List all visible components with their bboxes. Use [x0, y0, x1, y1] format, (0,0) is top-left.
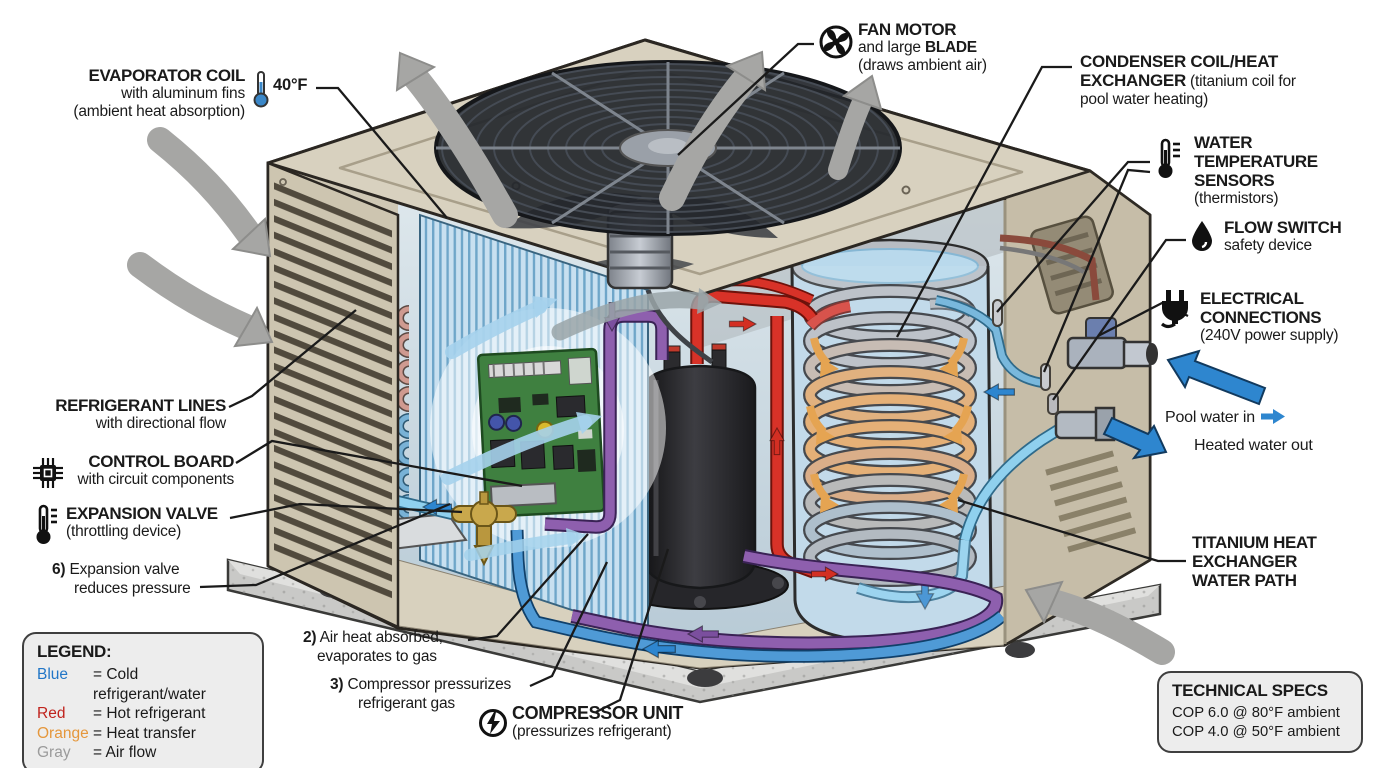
- specs-line1: COP 6.0 @ 80°F ambient: [1172, 705, 1340, 721]
- pool-water-arrows: [1102, 349, 1267, 460]
- legend-desc-orange: = Heat transfer: [93, 724, 196, 742]
- evaporator-title: EVAPORATOR COIL: [88, 66, 246, 85]
- legend-row: Blue = Cold refrigerant/water: [37, 665, 249, 704]
- refrigerant-sub: with directional flow: [95, 415, 226, 432]
- label-pool-water-in: Pool water in: [1165, 409, 1285, 429]
- label-control-board: CONTROL BOARD with circuit components: [62, 452, 235, 489]
- compressor-sub: (pressurizes refrigerant): [512, 723, 672, 740]
- expansion-valve-sub: (throttling device): [66, 523, 182, 540]
- pool-water-in-text: Pool water in: [1165, 409, 1255, 426]
- interior-air-arrows: [441, 288, 722, 561]
- fan-grille: [434, 60, 902, 236]
- label-compressor-unit: COMPRESSOR UNIT (pressurizes refrigerant…: [512, 704, 683, 741]
- label-water-temp-sensors: WATER TEMPERATURE SENSORS (thermistors): [1194, 133, 1318, 208]
- compressor-title: COMPRESSOR UNIT: [512, 703, 684, 723]
- louver-panel: [266, 161, 400, 629]
- label-condenser-coil: CONDENSER COIL/HEAT EXCHANGER (titanium …: [1080, 53, 1328, 109]
- thermometer-icon: [252, 70, 270, 113]
- arrow-right-icon: [1260, 409, 1285, 429]
- flow-switch-title: FLOW SWITCH: [1224, 218, 1342, 237]
- label-step6: 6) Expansion valve reduces pressure: [52, 560, 191, 598]
- electrical-sub: (240V power supply): [1200, 327, 1339, 344]
- water-fitting-in: [1066, 317, 1158, 370]
- legend-desc-blue: = Cold refrigerant/water: [93, 666, 206, 703]
- titanium-l1: TITANIUM HEAT: [1192, 533, 1317, 552]
- fan-icon: [818, 24, 854, 65]
- step6-line2: reduces pressure: [74, 580, 191, 597]
- electrical-l2: CONNECTIONS: [1200, 308, 1322, 327]
- chip-icon: [32, 457, 64, 494]
- condenser-normal: (titanium coil for pool water heating): [1080, 73, 1296, 108]
- legend-row: Gray = Air flow: [37, 743, 249, 763]
- plug-icon: [1158, 290, 1192, 335]
- step3-line2: refrigerant gas: [358, 695, 455, 712]
- thermometer-icon: [36, 504, 60, 551]
- label-fan-motor: FAN MOTOR and large BLADE (draws ambient…: [858, 20, 987, 75]
- water-temp-sensor-2: [1040, 363, 1051, 391]
- electrical-l1: ELECTRICAL: [1200, 289, 1304, 308]
- step6-number: 6): [52, 561, 66, 578]
- water-sensors-l2: TEMPERATURE: [1194, 152, 1318, 171]
- leader-lines: [199, 42, 1189, 714]
- airflow-arrows: [127, 50, 1175, 665]
- fan-title: FAN MOTOR: [858, 20, 957, 39]
- label-expansion-valve: EXPANSION VALVE (throttling device): [66, 504, 218, 541]
- step2-number: 2): [303, 629, 317, 646]
- pool-water-in-arrow: [1166, 349, 1267, 406]
- water-sensors-sub: (thermistors): [1194, 190, 1279, 207]
- technical-specs-box: TECHNICAL SPECS COP 6.0 @ 80°F ambient C…: [1157, 671, 1363, 753]
- label-evaporator-coil: EVAPORATOR COIL with aluminum fins (ambi…: [40, 66, 245, 121]
- titanium-l2: EXCHANGER: [1192, 552, 1298, 571]
- legend-term-red: Red: [37, 705, 66, 722]
- legend-row: Red = Hot refrigerant: [37, 704, 249, 724]
- legend-title: LEGEND:: [37, 642, 112, 661]
- evaporator-sub2: (ambient heat absorption): [73, 103, 245, 120]
- power-icon: [478, 708, 508, 743]
- fan-sub1-normal: and large: [858, 39, 925, 56]
- water-sensors-l1: WATER: [1194, 133, 1253, 152]
- flow-switch-device: [1047, 393, 1059, 415]
- legend-desc-red: = Hot refrigerant: [93, 705, 206, 722]
- legend-desc-gray: = Air flow: [93, 744, 157, 761]
- control-board-title: CONTROL BOARD: [88, 452, 234, 471]
- expansion-valve-title: EXPANSION VALVE: [66, 504, 218, 523]
- condenser-bold: CONDENSER COIL/HEAT EXCHANGER: [1080, 52, 1278, 90]
- evaporator-sub1: with aluminum fins: [121, 85, 245, 102]
- water-sensors-l3: SENSORS: [1194, 171, 1275, 190]
- step3-number: 3): [330, 676, 344, 693]
- fan-sub1-bold: BLADE: [924, 39, 977, 56]
- legend-row: Orange = Heat transfer: [37, 724, 249, 744]
- titanium-l3: WATER PATH: [1192, 571, 1297, 590]
- water-temp-sensor-1: [992, 299, 1003, 327]
- heated-water-out-arrow: [1102, 416, 1168, 460]
- step3-line1: Compressor pressurizes: [347, 676, 512, 693]
- thermometer-icon: [1158, 138, 1182, 185]
- label-step3: 3) Compressor pressurizes refrigerant ga…: [330, 675, 511, 713]
- label-step2: 2) Air heat absorbed, evaporates to gas: [303, 628, 443, 666]
- fan-sub2: (draws ambient air): [858, 57, 987, 74]
- label-heated-water-out: Heated water out: [1194, 437, 1313, 455]
- step2-line2: evaporates to gas: [317, 648, 437, 665]
- label-electrical-connections: ELECTRICAL CONNECTIONS (240V power suppl…: [1200, 289, 1339, 345]
- label-refrigerant-lines: REFRIGERANT LINES with directional flow: [30, 396, 226, 433]
- specs-line2: COP 4.0 @ 50°F ambient: [1172, 724, 1340, 740]
- label-titanium-heat-exchanger: TITANIUM HEAT EXCHANGER WATER PATH: [1192, 533, 1317, 590]
- legend-box: LEGEND: Blue = Cold refrigerant/water Re…: [22, 632, 264, 768]
- droplet-icon: [1188, 220, 1216, 257]
- step6-line1: Expansion valve: [69, 561, 180, 578]
- refrigerant-title: REFRIGERANT LINES: [55, 396, 226, 415]
- label-flow-switch: FLOW SWITCH safety device: [1224, 218, 1342, 255]
- legend-term-gray: Gray: [37, 744, 71, 761]
- step2-line1: Air heat absorbed,: [319, 629, 443, 646]
- compressor: [611, 343, 789, 610]
- heated-water-out-text: Heated water out: [1194, 437, 1313, 454]
- specs-title: TECHNICAL SPECS: [1172, 681, 1328, 700]
- evaporator-temp: 40°F: [273, 76, 308, 94]
- control-board-sub: with circuit components: [77, 471, 235, 488]
- flow-switch-sub: safety device: [1224, 237, 1312, 254]
- legend-term-orange: Orange: [37, 724, 89, 742]
- legend-term-blue: Blue: [37, 666, 69, 683]
